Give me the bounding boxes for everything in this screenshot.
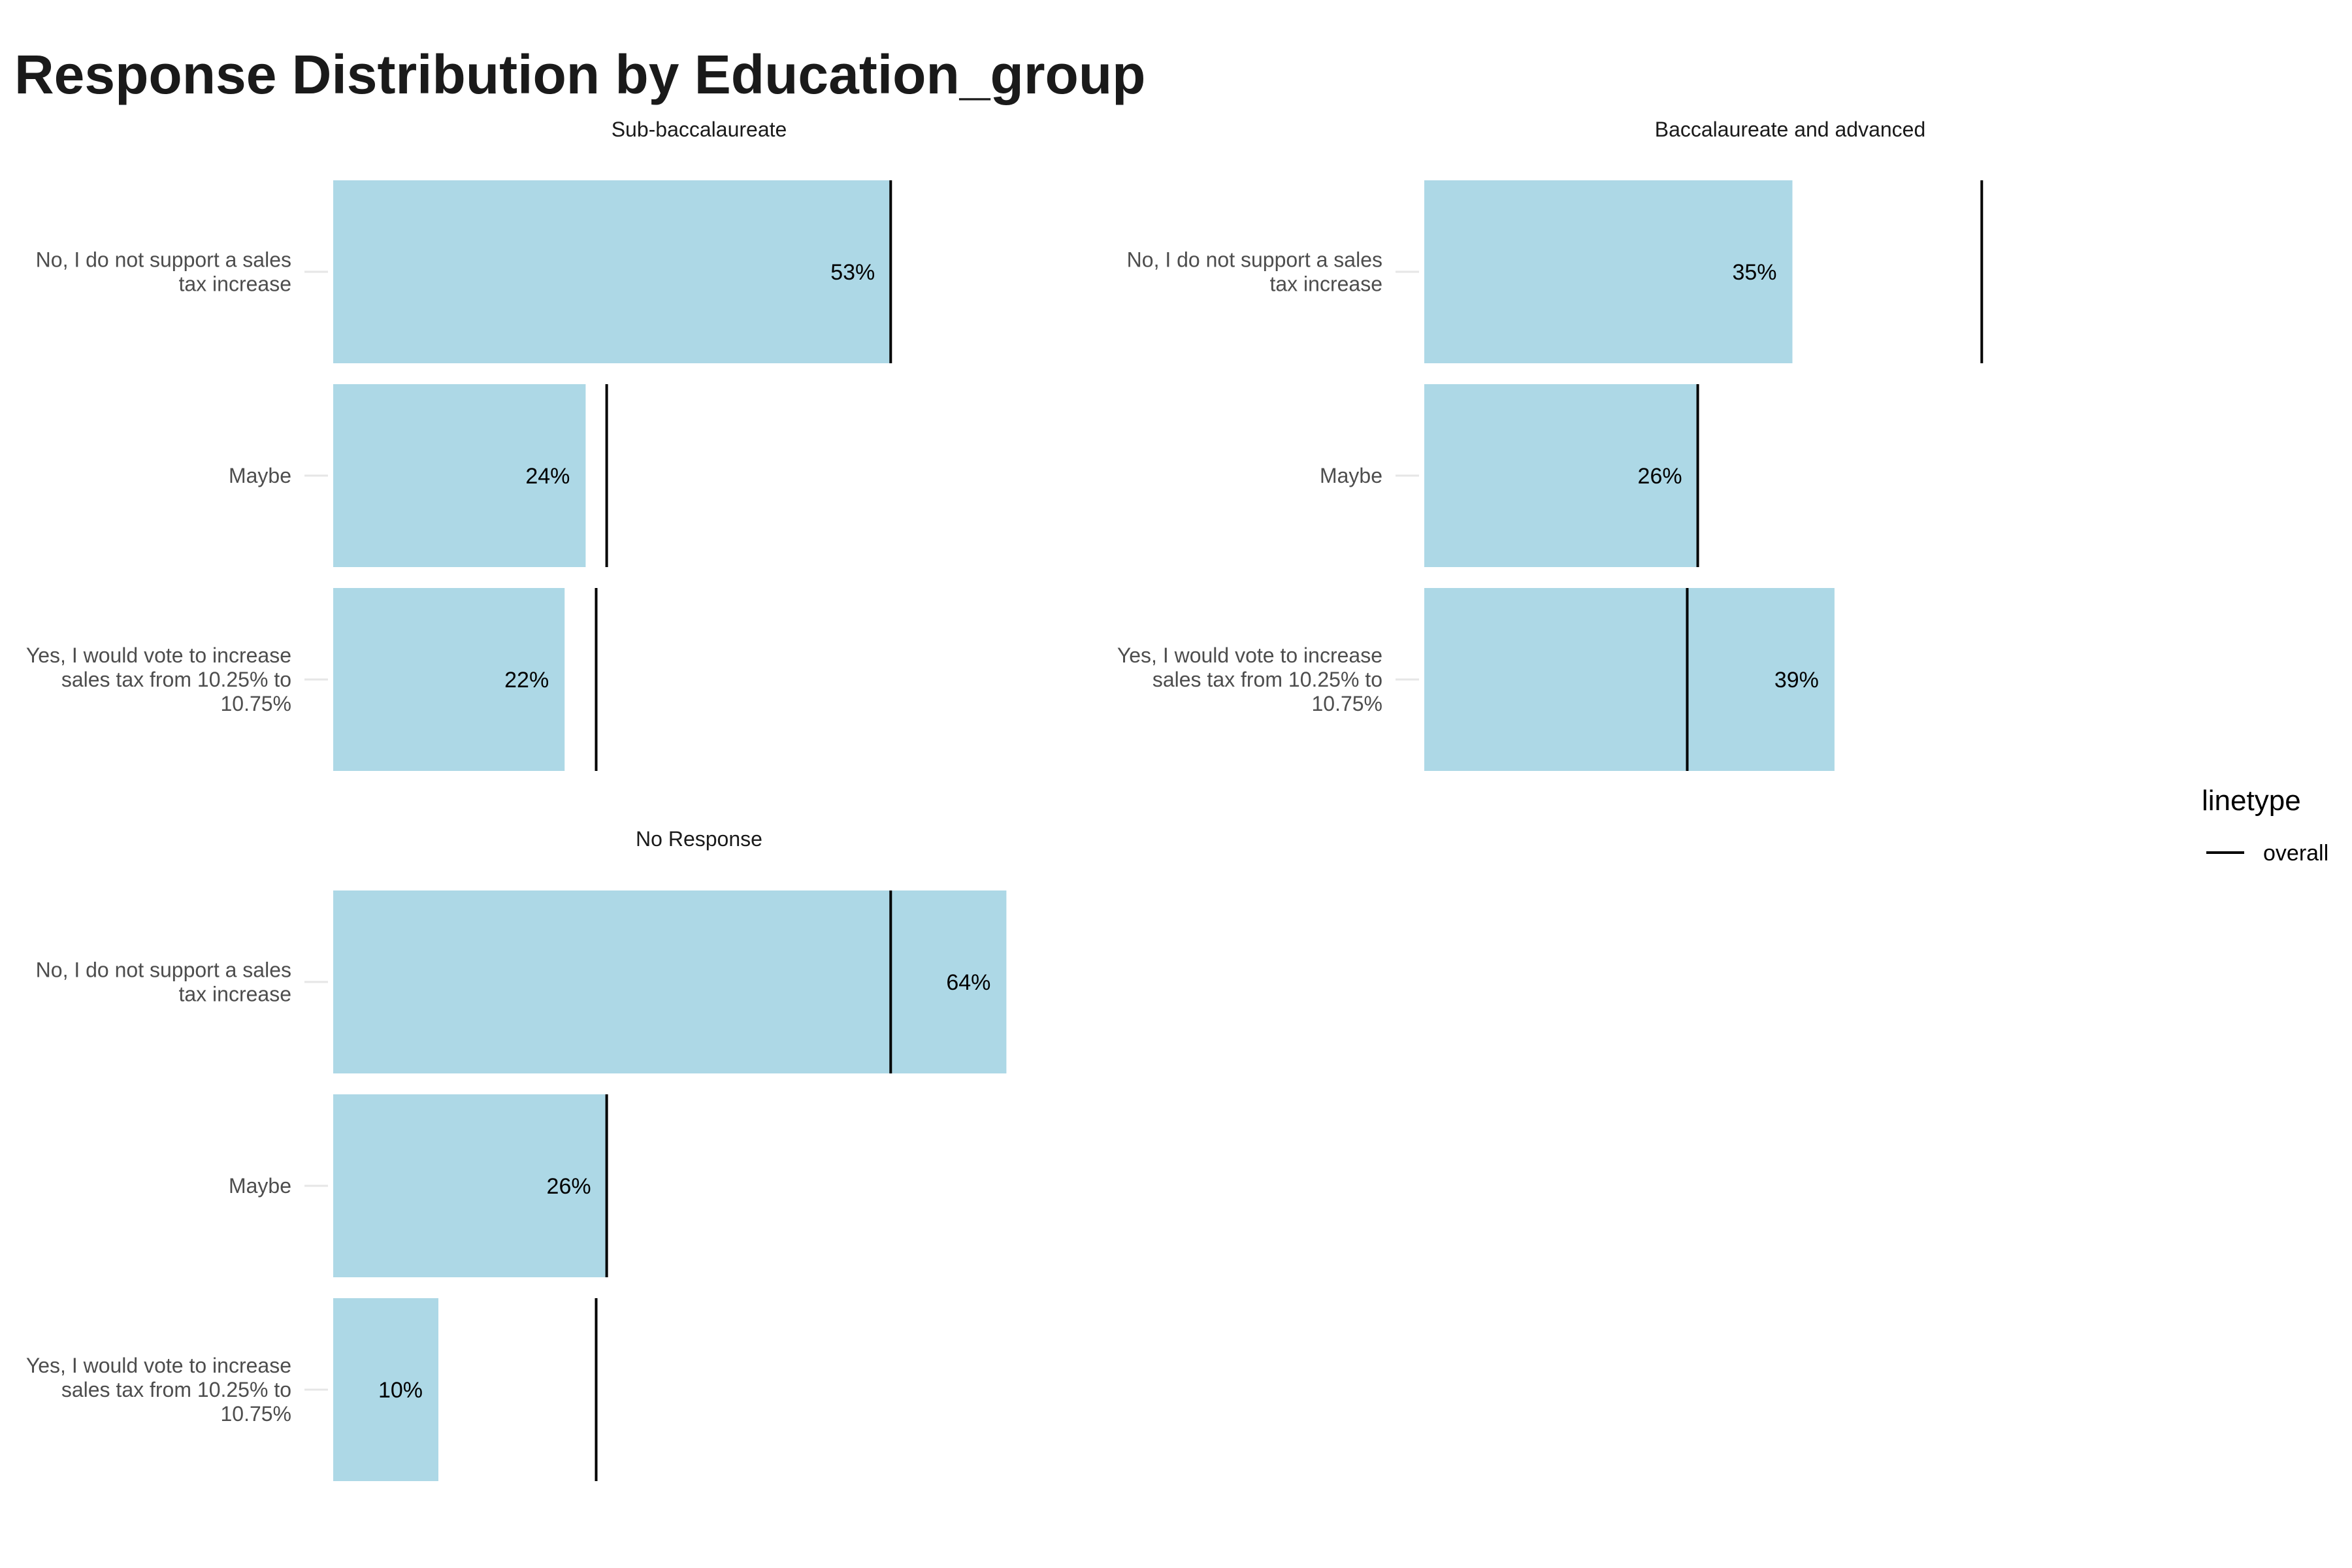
facet-panel-1: Sub-baccalaureate 53% No, I do not support…	[26, 118, 892, 771]
data-label: 64%	[946, 970, 990, 995]
bar	[1424, 180, 1793, 363]
data-label: 26%	[1638, 464, 1682, 489]
data-label: 39%	[1774, 668, 1819, 693]
bar	[1424, 384, 1698, 567]
tick-label-line: No, I do not support a sales	[1127, 248, 1382, 272]
legend-title: linetype	[2202, 785, 2301, 817]
tick-label-line: Yes, I would vote to increase	[1117, 644, 1382, 667]
tick-label-line: 10.75%	[1311, 692, 1382, 715]
tick-label-line: sales tax from 10.25% to	[1152, 668, 1382, 691]
data-label: 24%	[525, 464, 570, 489]
bar	[1424, 588, 1835, 771]
facet-strip-title: No Response	[636, 827, 762, 851]
tick-label-line: 10.75%	[220, 1402, 291, 1426]
tick-label-line: sales tax from 10.25% to	[61, 1378, 291, 1401]
facet-panel-2: Baccalaureate and advanced 35% No, I do no…	[1117, 118, 1984, 771]
legend: linetype overall	[2202, 785, 2328, 866]
tick-label-line: tax increase	[178, 272, 291, 296]
data-label: 10%	[378, 1378, 423, 1403]
data-label: 26%	[547, 1174, 591, 1199]
tick-label-line: Yes, I would vote to increase	[26, 644, 291, 667]
tick-label-line: No, I do not support a sales	[36, 248, 291, 272]
chart-title: Response Distribution by Education_group	[14, 44, 1146, 105]
tick-label: Maybe	[1320, 464, 1382, 487]
bar	[333, 1094, 607, 1277]
bar	[333, 180, 891, 363]
tick-label-line: Yes, I would vote to increase	[26, 1354, 291, 1377]
tick-label-line: No, I do not support a sales	[36, 958, 291, 982]
tick-label-line: Maybe	[229, 1174, 291, 1198]
legend-entry-overall: overall	[2263, 841, 2328, 866]
data-label: 35%	[1732, 260, 1776, 285]
tick-label-line: sales tax from 10.25% to	[61, 668, 291, 691]
data-label: 22%	[504, 668, 549, 693]
facet-panel-3: No Response 64% No, I do not support a sal…	[26, 827, 1007, 1481]
tick-label-line: tax increase	[178, 983, 291, 1006]
bar	[333, 890, 1007, 1073]
bar	[333, 588, 565, 771]
chart-panels: Sub-baccalaureate 53% No, I do not support…	[26, 118, 1984, 1481]
facet-strip-title: Baccalaureate and advanced	[1655, 118, 1926, 141]
tick-label: Maybe	[229, 464, 291, 487]
bar	[333, 1298, 438, 1481]
tick-label: Maybe	[229, 1174, 291, 1198]
tick-label-line: tax increase	[1269, 272, 1382, 296]
facet-strip-title: Sub-baccalaureate	[612, 118, 787, 141]
tick-label-line: Maybe	[229, 464, 291, 487]
data-label: 53%	[830, 260, 875, 285]
tick-label-line: 10.75%	[220, 692, 291, 715]
bar	[333, 384, 586, 567]
tick-label-line: Maybe	[1320, 464, 1382, 487]
